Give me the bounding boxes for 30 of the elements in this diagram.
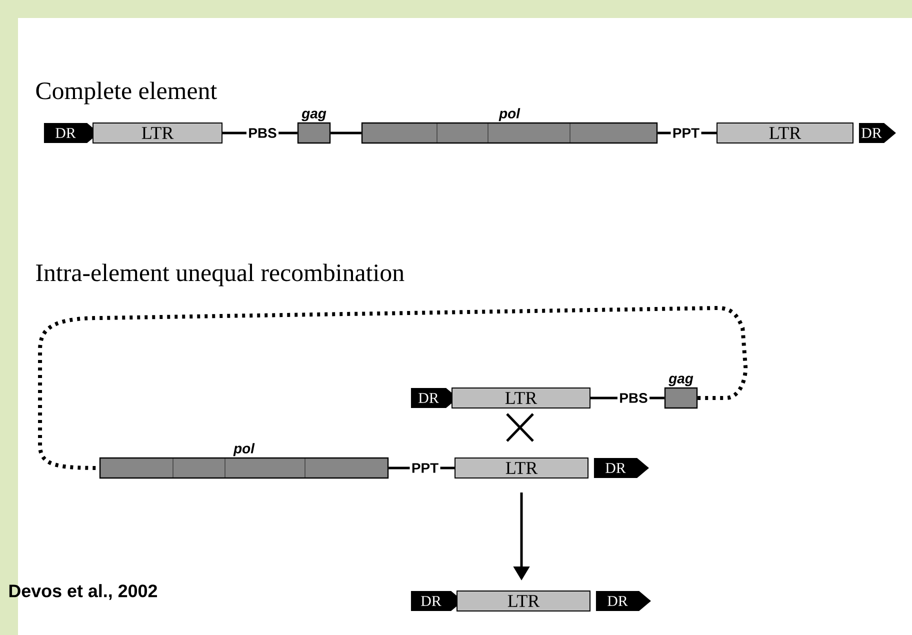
connector — [440, 466, 454, 470]
citation: Devos et al., 2002 — [9, 584, 157, 600]
ltr-box: LTR — [452, 387, 590, 408]
site-label: PBS — [620, 393, 648, 403]
connector — [278, 132, 298, 134]
dotted-connector — [38, 306, 748, 470]
pol-box: pol — [99, 443, 389, 479]
site-label: PPT — [673, 128, 700, 138]
gag-box: gag — [664, 376, 698, 409]
ltr-box: LTR — [456, 590, 590, 612]
connector — [388, 466, 410, 470]
site-label: PPT — [412, 463, 438, 473]
ltr-box: LTR — [716, 122, 854, 144]
connector — [650, 396, 664, 400]
pol-box: pol — [361, 108, 658, 144]
connector — [330, 132, 362, 134]
connector — [590, 396, 618, 400]
connector — [658, 132, 671, 134]
section-heading: Complete element — [36, 82, 217, 104]
connector — [222, 132, 246, 134]
site-label: PBS — [249, 128, 276, 138]
ltr-box: LTR — [92, 122, 222, 144]
node-label: pol — [233, 443, 255, 456]
section-heading: Intra-element unequal recombination — [36, 264, 404, 286]
connector — [701, 132, 716, 134]
gag-box: gag — [297, 110, 331, 144]
ltr-box: LTR — [454, 457, 588, 478]
node-label: pol — [498, 108, 520, 122]
node-label: gag — [668, 376, 694, 386]
node-label: gag — [302, 110, 326, 122]
